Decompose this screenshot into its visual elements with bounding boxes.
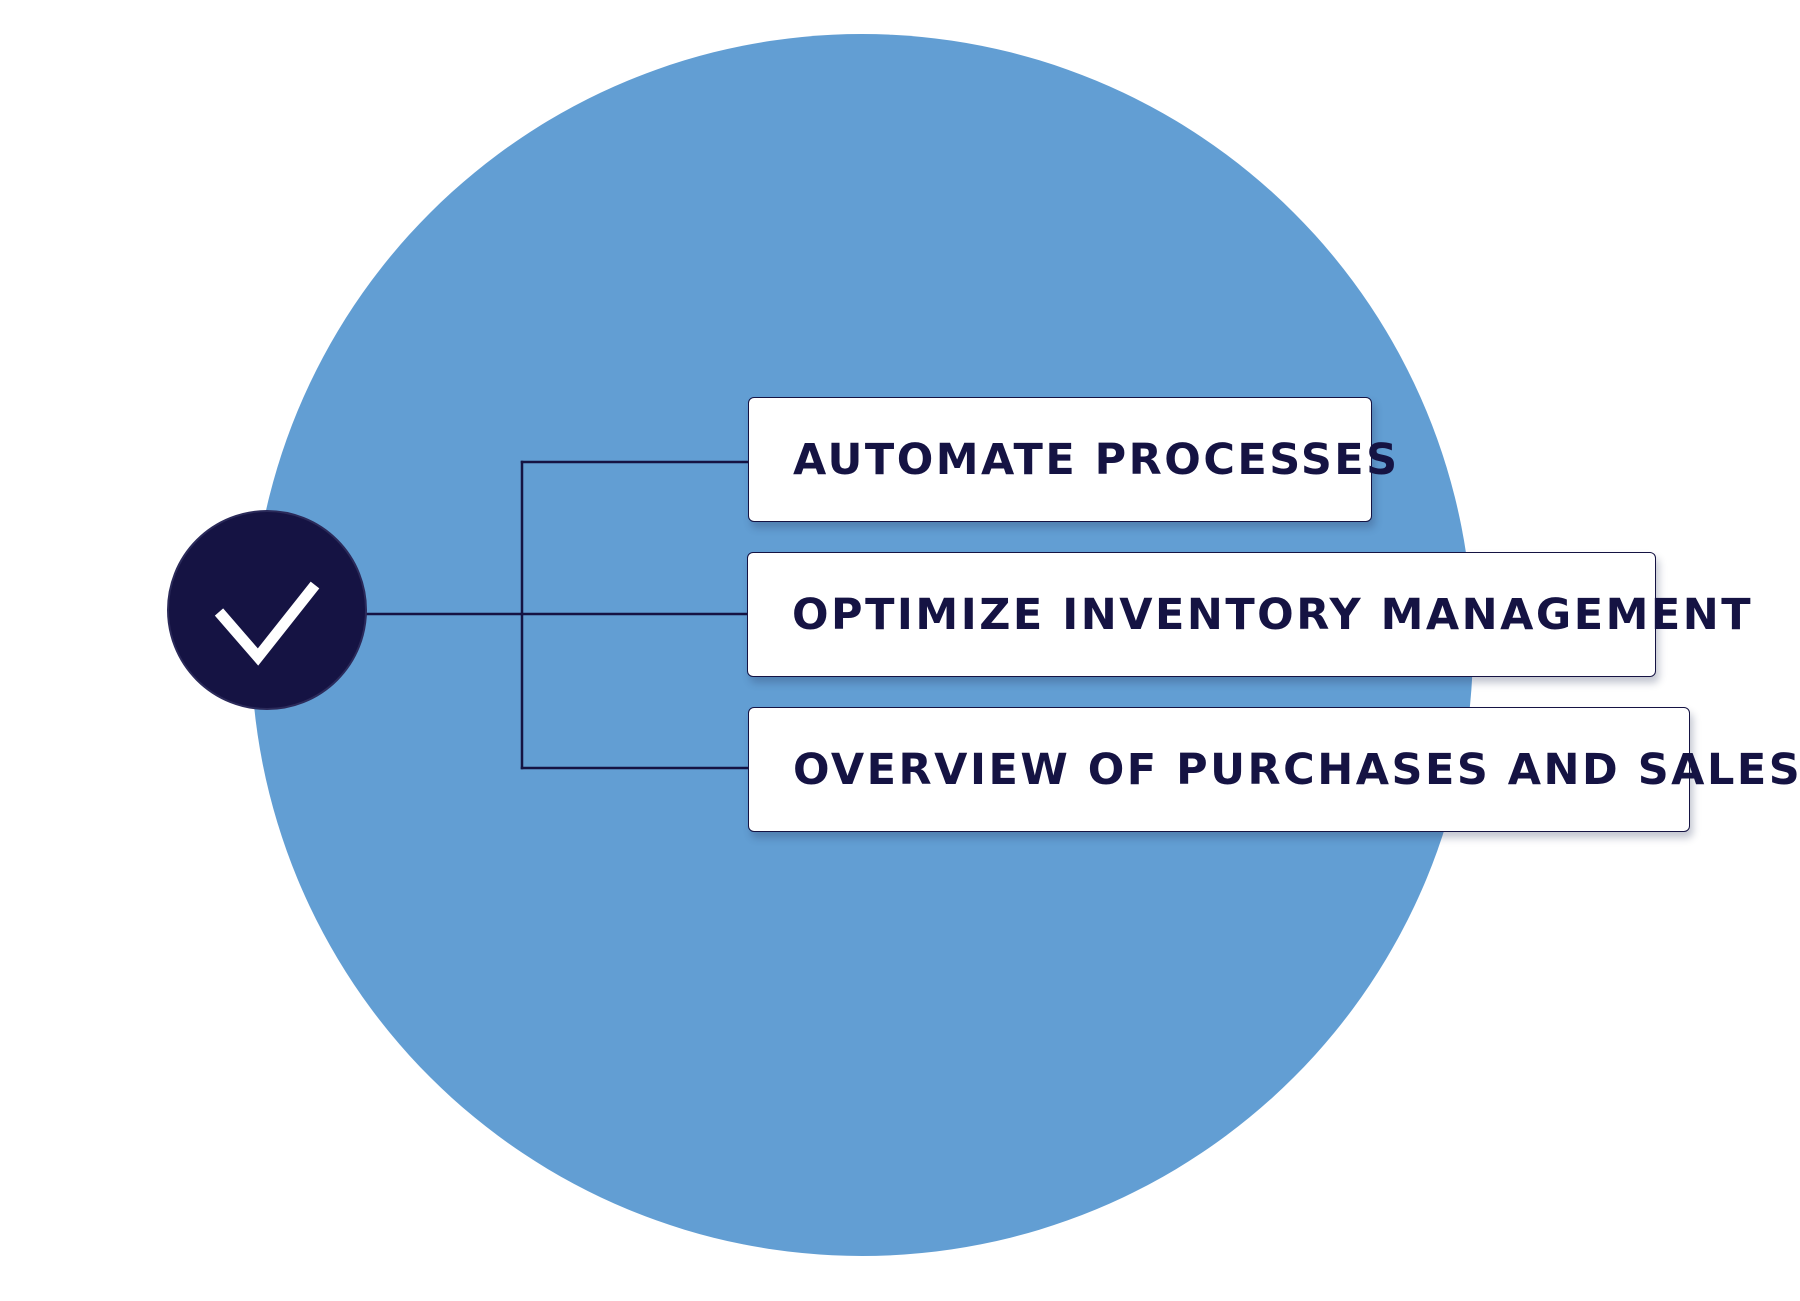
check-icon [214,581,320,666]
item-label: OVERVIEW OF PURCHASES AND SALES [793,744,1800,795]
item-label: OPTIMIZE INVENTORY MANAGEMENT [792,589,1754,640]
item-box-overview-purchases: OVERVIEW OF PURCHASES AND SALES [748,707,1800,832]
check-badge [167,510,367,710]
item-box-automate-processes: AUTOMATE PROCESSES [748,397,1397,522]
item-box-optimize-inventory: OPTIMIZE INVENTORY MANAGEMENT [747,552,1751,677]
item-label: AUTOMATE PROCESSES [793,434,1400,485]
